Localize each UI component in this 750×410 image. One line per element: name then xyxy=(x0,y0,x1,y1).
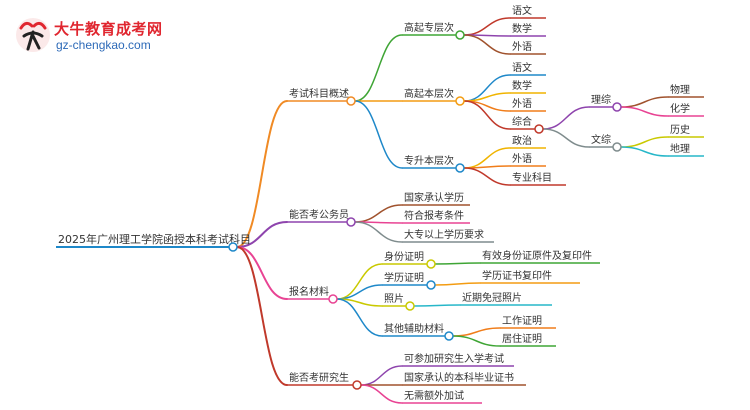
topic-label-d2: 照片 xyxy=(384,292,404,305)
topic-label-d4: 文综 xyxy=(591,133,611,146)
bull-logo-icon xyxy=(16,18,50,52)
connector-line xyxy=(463,100,511,130)
topic-label-d1: 考试科目概述 xyxy=(289,87,349,100)
collapse-toggle-icon[interactable] xyxy=(455,163,465,173)
root-topic: 2025年广州理工学院函授本科考试科目 xyxy=(58,232,251,246)
collapse-toggle-icon[interactable] xyxy=(405,301,415,311)
topic-label-d2: 无需额外加试 xyxy=(404,389,464,402)
collapse-toggle-icon[interactable] xyxy=(352,380,362,390)
collapse-toggle-icon[interactable] xyxy=(444,331,454,341)
collapse-toggle-icon[interactable] xyxy=(346,96,356,106)
topic-label-d1: 报名材料 xyxy=(289,285,329,298)
topic-label-d2: 可参加研究生入学考试 xyxy=(404,352,504,365)
connector-line xyxy=(620,96,669,108)
connector-line xyxy=(463,167,511,186)
connector-line xyxy=(236,221,288,248)
connector-line xyxy=(336,298,383,337)
topic-label-d3: 有效身份证原件及复印件 xyxy=(482,249,592,262)
connector-line xyxy=(542,128,590,148)
topic-label-d3: 综合 xyxy=(512,115,532,128)
topic-label-d2: 符合报考条件 xyxy=(404,209,464,222)
connector-line xyxy=(463,147,511,169)
connector-line xyxy=(542,106,590,130)
topic-label-d2: 高起专层次 xyxy=(404,21,454,34)
topic-label-d2: 其他辅助材料 xyxy=(384,322,444,335)
topic-label-d2: 国家承认学历 xyxy=(404,191,464,204)
connector-line xyxy=(336,263,383,300)
connector-line xyxy=(354,100,403,169)
connector-line xyxy=(354,221,403,243)
connector-line xyxy=(236,100,288,248)
collapse-toggle-icon[interactable] xyxy=(612,142,622,152)
connector-line xyxy=(620,106,669,117)
topic-label-d2: 大专以上学历要求 xyxy=(404,228,484,241)
connector-line xyxy=(354,204,403,223)
topic-label-d2: 国家承认的本科毕业证书 xyxy=(404,371,514,384)
collapse-toggle-icon[interactable] xyxy=(426,259,436,269)
topic-label-d5: 地理 xyxy=(670,142,690,155)
topic-label-d3: 学历证书复印件 xyxy=(482,269,552,282)
topic-label-d2: 高起本层次 xyxy=(404,87,454,100)
topic-label-d3: 语文 xyxy=(512,61,532,74)
topic-label-d1: 能否考研究生 xyxy=(289,371,349,384)
connector-line xyxy=(463,17,511,36)
connector-layer xyxy=(56,17,704,404)
collapse-toggle-icon[interactable] xyxy=(612,102,622,112)
collapse-toggle-icon[interactable] xyxy=(455,96,465,106)
topic-label-d3: 专业科目 xyxy=(512,171,552,184)
connector-line xyxy=(452,327,501,337)
topic-label-d3: 外语 xyxy=(512,41,532,53)
topic-label-d3: 数学 xyxy=(512,22,532,35)
connector-line xyxy=(236,246,288,386)
connector-line xyxy=(620,136,669,148)
collapse-toggle-icon[interactable] xyxy=(346,217,356,227)
connector-line xyxy=(360,365,403,386)
collapse-toggle-icon[interactable] xyxy=(534,124,544,134)
topic-label-d5: 化学 xyxy=(670,102,690,115)
connector-line xyxy=(452,335,501,347)
connector-line xyxy=(620,146,669,157)
topic-label-d1: 能否考公务员 xyxy=(289,208,349,221)
topic-label-d3: 外语 xyxy=(512,98,532,110)
watermark-url: gz-chengkao.com xyxy=(56,38,151,52)
topic-label-d2: 学历证明 xyxy=(384,271,424,284)
collapse-toggle-icon[interactable] xyxy=(228,242,238,252)
topic-label-d2: 专升本层次 xyxy=(404,154,454,167)
connector-line xyxy=(336,284,383,300)
watermark-title: 大牛教育成考网 xyxy=(54,20,163,38)
topic-label-d2: 身份证明 xyxy=(384,250,424,263)
topic-label-d3: 居住证明 xyxy=(502,332,542,345)
connector-line xyxy=(360,384,403,404)
topic-label-d5: 物理 xyxy=(670,83,690,96)
topic-label-d3: 数学 xyxy=(512,79,532,92)
connector-line xyxy=(236,246,288,300)
topic-label-d3: 近期免冠照片 xyxy=(462,291,522,304)
watermark: 大牛教育成考网 gz-chengkao.com xyxy=(14,16,174,56)
topic-label-d3: 外语 xyxy=(512,153,532,165)
topic-label-d5: 历史 xyxy=(670,124,690,136)
collapse-toggle-icon[interactable] xyxy=(455,30,465,40)
connector-line xyxy=(354,34,403,102)
topic-label-d3: 工作证明 xyxy=(502,315,542,327)
connector-line xyxy=(413,304,461,307)
collapse-toggle-icon[interactable] xyxy=(426,280,436,290)
topic-label-d3: 政治 xyxy=(512,134,532,147)
connector-line xyxy=(463,34,511,55)
node-layer: 2025年广州理工学院函授本科考试科目考试科目概述高起专层次语文数学外语高起本层… xyxy=(58,4,690,402)
connector-line xyxy=(434,282,481,286)
connector-line xyxy=(434,262,481,265)
topic-label-d4: 理综 xyxy=(591,93,611,106)
topic-label-d3: 语文 xyxy=(512,4,532,17)
collapse-toggle-icon[interactable] xyxy=(328,294,338,304)
